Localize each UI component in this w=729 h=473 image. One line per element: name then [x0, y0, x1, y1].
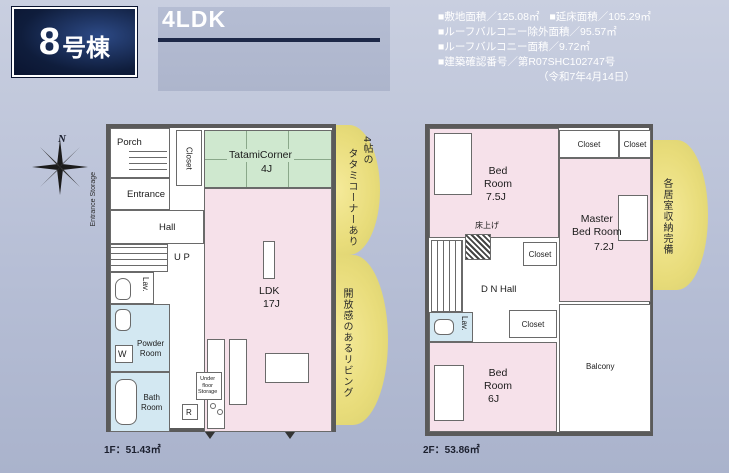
garden-arrow-icon — [285, 432, 295, 439]
refrigerator: R — [182, 404, 198, 420]
callout-open-living: 開放感のあるリビング — [341, 288, 352, 398]
room-porch: Porch — [110, 128, 170, 178]
closet-c: Closet — [523, 242, 557, 266]
closet-b: Closet — [619, 130, 651, 158]
callout-tatami: タタミコーナーあり — [346, 148, 357, 247]
compass-icon — [32, 139, 88, 195]
floor1-closet-label: Closet — [184, 146, 194, 170]
closet-a: Closet — [559, 130, 619, 158]
callout-storage: 各居室収納完備 — [661, 178, 672, 255]
closet-a-label: Closet — [577, 139, 601, 149]
refrigerator-mark: R — [186, 408, 192, 417]
underfloor-storage-label: Under floor Storage — [198, 376, 218, 395]
sink-2f-icon — [434, 319, 454, 335]
room-bath: Bath Room — [110, 372, 170, 432]
closet-d-label: Closet — [521, 319, 545, 329]
room-bath-label: Bath Room — [141, 393, 163, 412]
room-powder: W Powder Room — [110, 304, 170, 372]
unit-badge: 8 号棟 — [12, 7, 137, 77]
floor1-closet: Closet — [176, 130, 202, 186]
room-bed-2: Bed Room 6J — [429, 342, 557, 432]
callout-storage-bg — [646, 140, 708, 290]
tatami-corner-size: 4J — [261, 163, 273, 175]
stairs-up — [110, 244, 168, 272]
closet-c-label: Closet — [528, 249, 552, 259]
balcony-label: Balcony — [586, 362, 615, 371]
spec-site-area: ■敷地面積／125.08㎡ — [438, 11, 540, 23]
entrance-storage-label: Entrance Storage — [90, 172, 97, 227]
unit-number: 8 — [38, 20, 61, 63]
spec-building-confirmation: ■建築確認番号／第R07SHC102747号 — [438, 56, 616, 68]
bed-1-size: 7.5J — [486, 191, 506, 203]
spec-roof-balcony: ■ルーフバルコニー面積／9.72㎡ — [438, 41, 590, 53]
bed-2-icon — [434, 365, 464, 421]
room-tatami-corner: TatamiCorner 4J — [204, 130, 332, 188]
room-lav: Lav. — [110, 272, 154, 304]
ldk-label: LDK — [259, 285, 280, 297]
layout-type: 4LDK — [162, 6, 227, 32]
dn-hall-label: D N Hall — [481, 284, 517, 295]
room-entrance-label: Entrance — [127, 189, 166, 200]
room-master-bed: Master Bed Room 7.2J — [559, 158, 651, 302]
lav-2f-label: Lav. — [460, 316, 469, 331]
stairs-down — [431, 240, 463, 312]
room-powder-label: Powder Room — [137, 339, 165, 358]
raised-floor-hatch — [465, 234, 491, 260]
spec-floor-area: ■延床面積／105.29㎡ — [549, 11, 651, 23]
spec-roof-excluded: ■ルーフバルコニー除外面積／95.57㎡ — [438, 26, 617, 38]
spec-row-areas: ■敷地面積／125.08㎡ ■延床面積／105.29㎡ — [438, 10, 723, 25]
toilet-icon — [115, 278, 131, 300]
room-bed-1: Bed Room 7.5J — [429, 128, 559, 238]
raised-floor-label: 床上げ — [475, 221, 499, 230]
bathtub-icon — [115, 379, 137, 425]
bed-1-icon — [434, 133, 472, 195]
stove-burner-icon — [217, 409, 223, 415]
tatami-corner-label: TatamiCorner — [227, 149, 295, 162]
compass-north-label: N — [58, 133, 66, 145]
room-lav-label: Lav. — [141, 277, 150, 292]
ldk-size: 17J — [263, 298, 280, 310]
bed-2-size: 6J — [488, 393, 500, 405]
floor1-area-label: 1F：51.43㎡ — [104, 445, 161, 456]
stairs-up-label: U P — [174, 252, 190, 263]
spec-confirmation-date: （令和7年4月14日） — [538, 71, 635, 83]
washer-icon: W — [115, 345, 133, 363]
floor2-area-label: 2F：53.86㎡ — [423, 445, 480, 456]
master-bed-size: 7.2J — [594, 241, 614, 253]
bed-2-label: Bed Room — [484, 367, 513, 392]
closet-d: Closet — [509, 310, 557, 338]
stove-burner-icon — [210, 403, 216, 409]
room-entrance: Entrance — [110, 178, 170, 210]
floor1-plan: Porch Entrance Hall U P Lav. W Powder Ro… — [106, 124, 336, 432]
room-porch-label: Porch — [117, 137, 142, 148]
callout-tatami-size: 4帖の — [361, 136, 372, 166]
layout-rule — [158, 38, 380, 42]
floor2-plan: Bed Room 7.5J Closet Closet Master Bed R… — [425, 124, 653, 436]
washer-mark: W — [118, 349, 127, 359]
room-ldk: LDK 17J — [204, 188, 332, 432]
underfloor-storage: Under floor Storage — [196, 372, 222, 400]
porch-steps — [129, 151, 167, 175]
kitchen-counter — [229, 339, 247, 405]
bed-1-label: Bed Room — [484, 165, 513, 190]
sink-icon — [115, 309, 131, 331]
dining-table — [265, 353, 309, 383]
room-lav-2f: Lav. — [429, 312, 473, 342]
tv-stand — [263, 241, 275, 279]
entrance-arrow-icon — [205, 432, 215, 439]
room-balcony: Balcony — [559, 304, 651, 432]
room-hall-label: Hall — [159, 222, 176, 233]
master-bed-label: Master Bed Room — [572, 213, 622, 238]
spec-list: ■敷地面積／125.08㎡ ■延床面積／105.29㎡ ■ルーフバルコニー除外面積… — [438, 10, 723, 85]
unit-suffix: 号棟 — [62, 33, 111, 62]
layout-box — [158, 7, 390, 91]
closet-b-label: Closet — [623, 139, 647, 149]
room-hall: Hall — [110, 210, 204, 244]
master-bed-icon — [618, 195, 648, 241]
